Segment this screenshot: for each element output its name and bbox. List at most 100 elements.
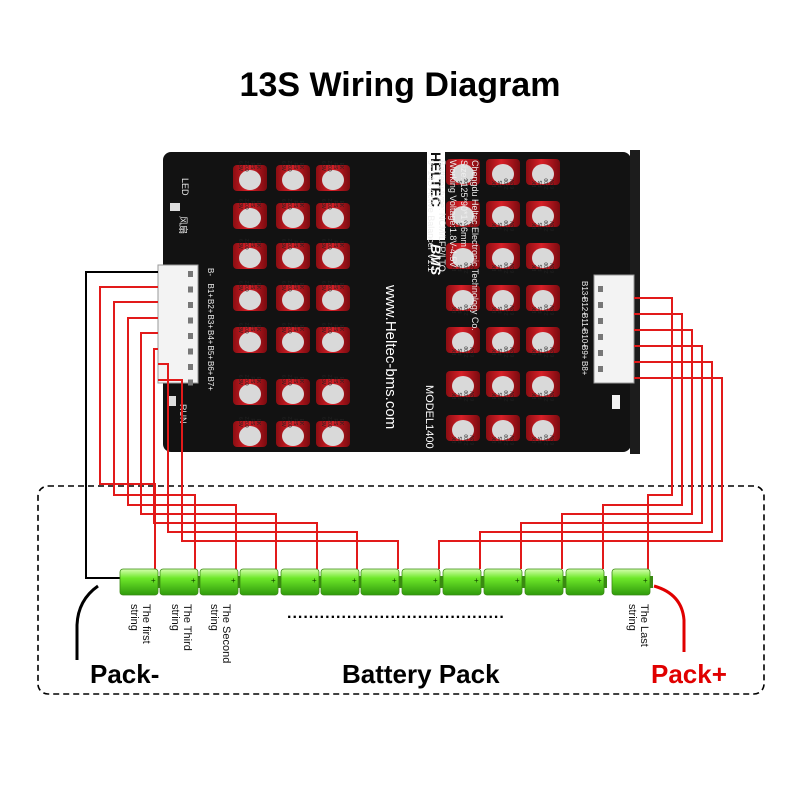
svg-text:RS: RS — [538, 180, 544, 188]
svg-text:2200: 2200 — [286, 238, 292, 249]
svg-text:2200: 2200 — [504, 304, 510, 315]
battery-cell: + — [483, 568, 525, 596]
svg-text:EK: EK — [532, 392, 538, 399]
svg-text:RS: RS — [498, 348, 504, 356]
battery-cell: + — [280, 568, 322, 596]
wire-right — [634, 297, 673, 569]
right-pin-labels: B13+B12+B11+B10+B9+B8+ — [580, 281, 603, 376]
svg-text:6.3V: 6.3V — [470, 178, 476, 189]
svg-text:RS: RS — [249, 241, 255, 249]
svg-text:2200: 2200 — [286, 280, 292, 291]
svg-text:6.3V: 6.3V — [470, 390, 476, 401]
svg-text:6.3V: 6.3V — [320, 199, 326, 210]
cell-plus: + — [151, 576, 156, 585]
wire-b-minus — [85, 271, 158, 579]
svg-text:EK: EK — [452, 180, 458, 187]
pin-label: B11+ — [580, 313, 589, 332]
svg-text:RS: RS — [498, 264, 504, 272]
wire-left — [113, 301, 196, 569]
svg-text:2200: 2200 — [464, 262, 470, 273]
svg-text:2200: 2200 — [326, 238, 332, 249]
svg-text:2200: 2200 — [286, 322, 292, 333]
svg-text:RS: RS — [332, 283, 338, 291]
svg-text:2200: 2200 — [243, 198, 249, 209]
svg-text:RS: RS — [332, 377, 338, 385]
svg-text:EK: EK — [492, 264, 498, 271]
svg-text:2200: 2200 — [464, 178, 470, 189]
svg-text:2200: 2200 — [286, 198, 292, 209]
svg-text:EK: EK — [298, 163, 304, 170]
svg-text:EK: EK — [338, 283, 344, 290]
svg-text:2200: 2200 — [544, 346, 550, 357]
svg-text:6.3V: 6.3V — [280, 281, 286, 292]
svg-text:EK: EK — [452, 222, 458, 229]
svg-text:EK: EK — [338, 419, 344, 426]
svg-text:EK: EK — [255, 325, 261, 332]
svg-text:RS: RS — [538, 264, 544, 272]
pin-label: B9+ — [580, 345, 589, 360]
svg-text:6.3V: 6.3V — [237, 281, 243, 292]
svg-text:2200: 2200 — [504, 434, 510, 445]
pack-plus-lead — [653, 584, 686, 652]
svg-text:6.3V: 6.3V — [280, 323, 286, 334]
svg-text:RS: RS — [458, 348, 464, 356]
svg-text:2200: 2200 — [326, 374, 332, 385]
wire-left — [158, 363, 358, 569]
svg-text:6.3V: 6.3V — [237, 199, 243, 210]
wire-right — [520, 345, 703, 569]
pin-label: B7+ — [206, 377, 215, 392]
svg-text:6.3V: 6.3V — [550, 178, 556, 189]
svg-text:2200: 2200 — [286, 160, 292, 171]
left-pin-labels: B-B1+B2+B3+B4+B5+B6+B7+ — [188, 268, 215, 391]
svg-text:EK: EK — [532, 306, 538, 313]
svg-text:2200: 2200 — [504, 390, 510, 401]
svg-text:RS: RS — [332, 201, 338, 209]
svg-text:EK: EK — [255, 419, 261, 426]
fan-label: 风扇 — [178, 216, 189, 234]
svg-text:2200: 2200 — [326, 198, 332, 209]
svg-text:RS: RS — [538, 392, 544, 400]
svg-text:EK: EK — [255, 163, 261, 170]
label-second-string: The Second string — [208, 604, 232, 664]
svg-text:EK: EK — [492, 436, 498, 443]
svg-text:EK: EK — [532, 222, 538, 229]
svg-text:RS: RS — [292, 241, 298, 249]
svg-text:2200: 2200 — [464, 346, 470, 357]
svg-text:2200: 2200 — [544, 178, 550, 189]
pin-label: B5+ — [206, 346, 215, 361]
svg-text:6.3V: 6.3V — [470, 304, 476, 315]
battery-cell: + — [401, 568, 443, 596]
svg-text:6.3V: 6.3V — [280, 161, 286, 172]
svg-text:RS: RS — [292, 419, 298, 427]
svg-text:6.3V: 6.3V — [470, 346, 476, 357]
svg-text:2200: 2200 — [464, 220, 470, 231]
svg-text:RS: RS — [332, 241, 338, 249]
svg-text:EK: EK — [492, 392, 498, 399]
svg-text:2200: 2200 — [504, 178, 510, 189]
svg-text:EK: EK — [298, 201, 304, 208]
svg-text:6.3V: 6.3V — [280, 375, 286, 386]
cell-plus: + — [191, 576, 196, 585]
svg-text:6.3V: 6.3V — [320, 161, 326, 172]
label-third-string: The Third string — [169, 604, 193, 651]
svg-text:6.3V: 6.3V — [510, 390, 516, 401]
svg-text:6.3V: 6.3V — [550, 304, 556, 315]
svg-text:EK: EK — [255, 283, 261, 290]
spec-line: Chengdu Heltec Electronic Technology Co. — [470, 160, 480, 331]
svg-text:EK: EK — [338, 377, 344, 384]
